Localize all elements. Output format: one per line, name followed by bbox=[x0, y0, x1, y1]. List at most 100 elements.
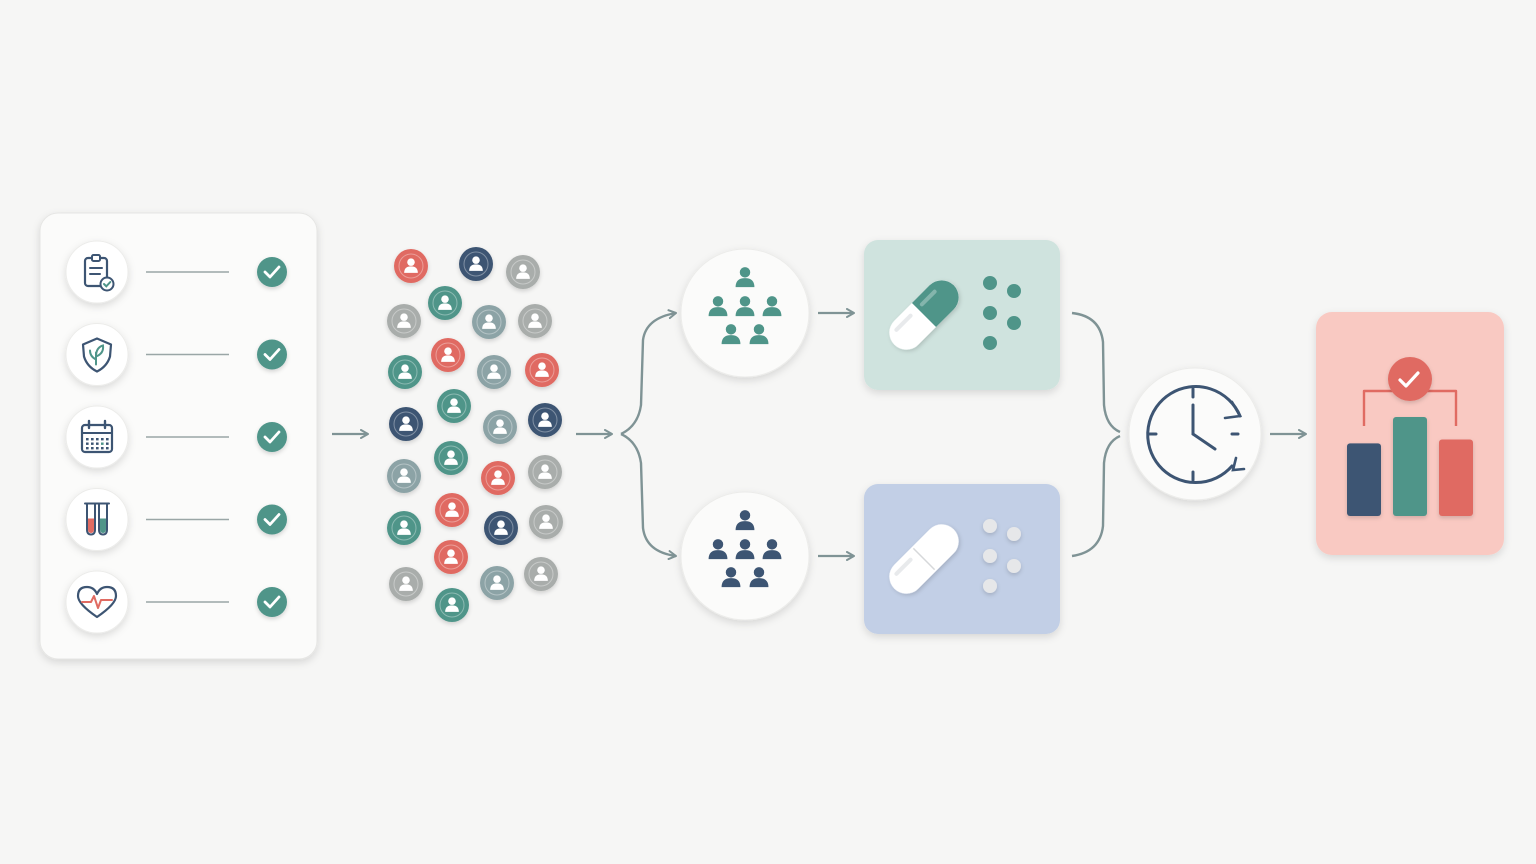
participant-avatar bbox=[481, 461, 515, 495]
dose-dot bbox=[983, 306, 997, 320]
participant-avatar bbox=[388, 355, 422, 389]
person-icon bbox=[399, 416, 413, 431]
randomization-split-lower bbox=[620, 432, 677, 561]
person-icon bbox=[490, 575, 504, 590]
check-icon bbox=[257, 339, 287, 370]
follow-up-node bbox=[1128, 367, 1262, 501]
person-icon bbox=[482, 314, 496, 329]
person-icon bbox=[539, 514, 553, 529]
person-icon bbox=[762, 296, 782, 317]
participant-pool bbox=[387, 247, 563, 622]
person-icon bbox=[493, 419, 507, 434]
participant-avatar bbox=[394, 249, 428, 283]
person-icon bbox=[735, 267, 755, 288]
person-icon bbox=[444, 549, 458, 564]
check-icon bbox=[257, 422, 287, 452]
check-icon bbox=[257, 504, 287, 535]
check-icon bbox=[1388, 357, 1432, 401]
criterion-row bbox=[65, 570, 287, 634]
participant-avatar bbox=[434, 441, 468, 475]
dose-dot bbox=[983, 519, 997, 533]
criterion-row bbox=[65, 240, 287, 304]
participant-avatar bbox=[528, 455, 562, 489]
participant-avatar bbox=[437, 389, 471, 423]
criterion-row bbox=[65, 323, 287, 386]
study-arms bbox=[680, 240, 1060, 634]
calendar-icon bbox=[80, 419, 114, 454]
person-icon bbox=[444, 450, 458, 465]
participant-avatar bbox=[528, 403, 562, 437]
criterion-row bbox=[65, 405, 287, 469]
person-icon bbox=[399, 576, 413, 591]
person-icon bbox=[749, 567, 769, 588]
capsule-icon bbox=[889, 280, 959, 350]
participant-avatar bbox=[525, 353, 559, 387]
tablet-icon bbox=[889, 524, 959, 594]
participant-avatar bbox=[435, 588, 469, 622]
dose-dot bbox=[983, 549, 997, 563]
outcome-panel bbox=[1316, 312, 1504, 555]
placebo-arm bbox=[680, 484, 1060, 634]
participant-avatar bbox=[387, 511, 421, 545]
treatment-medication-panel bbox=[864, 240, 1060, 390]
person-icon bbox=[404, 258, 418, 273]
person-icon bbox=[535, 362, 549, 377]
dose-dot bbox=[983, 579, 997, 593]
participant-avatar bbox=[431, 338, 465, 372]
person-icon bbox=[721, 567, 741, 588]
person-icon bbox=[441, 347, 455, 362]
person-icon bbox=[516, 264, 530, 279]
merge-bracket-lower bbox=[1071, 434, 1121, 558]
placebo-medication-panel bbox=[864, 484, 1060, 634]
outcome-bar bbox=[1393, 417, 1427, 516]
heart-pulse-icon bbox=[76, 585, 118, 619]
participant-avatar bbox=[434, 540, 468, 574]
participant-avatar bbox=[389, 567, 423, 601]
person-icon bbox=[445, 597, 459, 612]
participant-avatar bbox=[506, 255, 540, 289]
criteria-list bbox=[65, 240, 287, 634]
person-icon bbox=[528, 313, 542, 328]
placebo-group bbox=[680, 491, 810, 621]
participant-avatar bbox=[477, 355, 511, 389]
person-icon bbox=[534, 566, 548, 581]
participant-avatar bbox=[483, 410, 517, 444]
criterion-row bbox=[65, 488, 287, 551]
person-icon bbox=[735, 510, 755, 531]
dose-dot bbox=[983, 336, 997, 350]
person-icon bbox=[438, 295, 452, 310]
person-icon bbox=[538, 464, 552, 479]
dose-dot bbox=[983, 276, 997, 290]
outcome-bar bbox=[1347, 443, 1381, 516]
person-icon bbox=[397, 313, 411, 328]
person-icon bbox=[469, 256, 483, 271]
participant-avatar bbox=[529, 505, 563, 539]
test-tubes-icon bbox=[84, 502, 110, 536]
shield-leaf-icon bbox=[81, 337, 113, 373]
person-icon bbox=[762, 539, 782, 560]
person-icon bbox=[491, 470, 505, 485]
participant-avatar bbox=[480, 566, 514, 600]
bar-chart-check-icon bbox=[1347, 357, 1473, 516]
clipboard-check-icon bbox=[83, 254, 115, 292]
participant-avatar bbox=[428, 286, 462, 320]
participant-avatar bbox=[459, 247, 493, 281]
participant-avatar bbox=[389, 407, 423, 441]
person-icon bbox=[708, 539, 728, 560]
participant-avatar bbox=[387, 459, 421, 493]
dose-dot bbox=[1007, 316, 1021, 330]
check-icon bbox=[257, 257, 287, 287]
participant-avatar bbox=[484, 511, 518, 545]
participant-avatar bbox=[387, 304, 421, 338]
dose-dot bbox=[1007, 284, 1021, 298]
treatment-arm bbox=[680, 240, 1060, 390]
clock-icon bbox=[1146, 385, 1246, 485]
participant-avatar bbox=[472, 305, 506, 339]
person-icon bbox=[445, 502, 459, 517]
person-icon bbox=[735, 539, 755, 560]
person-icon bbox=[494, 520, 508, 535]
person-icon bbox=[538, 412, 552, 427]
dose-dot bbox=[1007, 527, 1021, 541]
randomization-split-upper bbox=[620, 309, 677, 436]
